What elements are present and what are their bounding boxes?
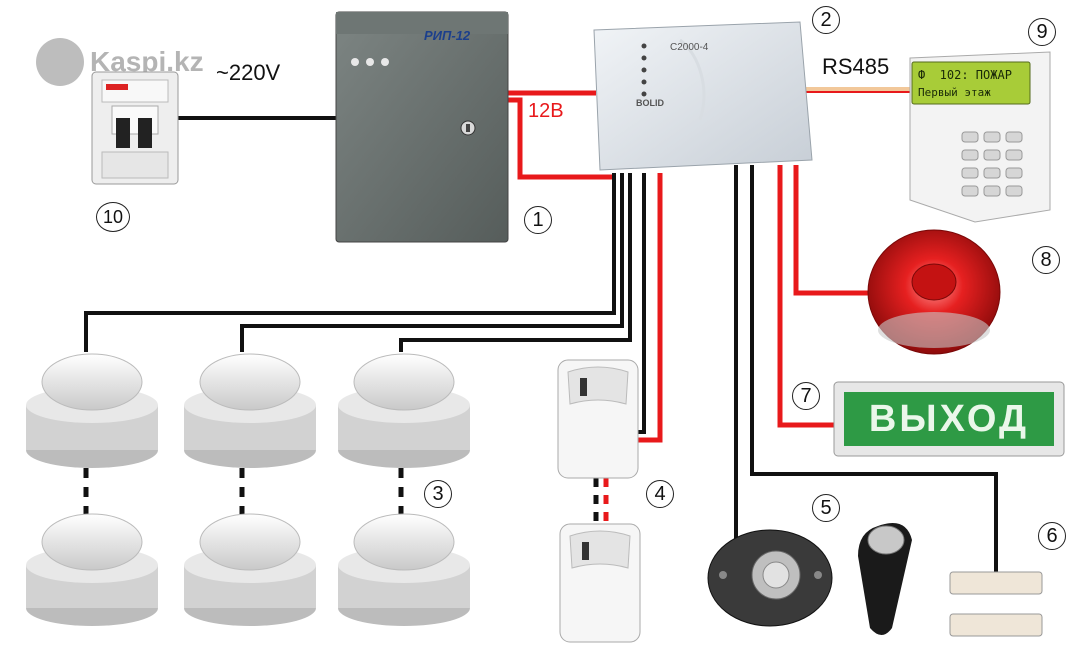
keypad-display-line2: Первый этаж — [918, 86, 991, 99]
siren-wire — [793, 165, 870, 296]
smoke-detector — [184, 353, 316, 468]
smoke-detector — [184, 513, 316, 626]
callout-10: 10 — [96, 202, 130, 232]
mains-voltage-label: ~220V — [216, 60, 281, 85]
keypad — [909, 51, 1051, 223]
door-contact-sensor — [949, 571, 1043, 637]
psu-power-wire-bottom — [508, 97, 612, 180]
keypad-display-line1: Ф 102: ПОЖАР — [918, 68, 1012, 82]
callout-6: 6 — [1038, 522, 1066, 550]
callout-7: 7 — [792, 382, 820, 410]
detector-wire-3 — [399, 173, 632, 352]
psu-voltage-label: 12В — [528, 100, 564, 122]
motion-sensors — [557, 359, 641, 643]
exit-sign-wire — [777, 165, 838, 428]
motion-sensor — [557, 359, 639, 479]
controller-unit — [593, 21, 813, 171]
circuit-breaker — [91, 71, 179, 185]
smoke-detector — [26, 353, 158, 468]
detector-wire-1 — [84, 173, 616, 352]
smoke-detectors — [26, 353, 470, 626]
smoke-detector — [338, 513, 470, 626]
detector-wire-2 — [240, 173, 624, 352]
callout-2: 2 — [812, 6, 840, 34]
exit-sign — [833, 381, 1065, 457]
exit-sign-text: ВЫХОД — [868, 397, 1030, 440]
motion-sensor — [559, 523, 641, 643]
callout-8: 8 — [1032, 246, 1060, 274]
power-supply-unit — [335, 11, 509, 243]
siren — [867, 229, 1001, 355]
callout-5: 5 — [812, 494, 840, 522]
smoke-detector — [26, 513, 158, 626]
door-contact-wire — [750, 165, 998, 572]
callout-4: 4 — [646, 480, 674, 508]
touch-memory-reader — [707, 529, 833, 627]
motion-sensor-wire-red — [634, 173, 663, 443]
callout-1: 1 — [524, 206, 552, 234]
callout-3: 3 — [424, 480, 452, 508]
smoke-detector — [338, 353, 470, 468]
callout-9: 9 — [1028, 18, 1056, 46]
touch-memory-key — [858, 523, 912, 635]
wires — [83, 87, 998, 572]
controller-title: С2000-4 — [670, 42, 709, 53]
watermark-logo-icon — [36, 38, 84, 86]
rs485-label: RS485 — [822, 54, 890, 79]
controller-brand: BOLID — [636, 98, 664, 108]
psu-title: РИП-12 — [424, 28, 471, 43]
